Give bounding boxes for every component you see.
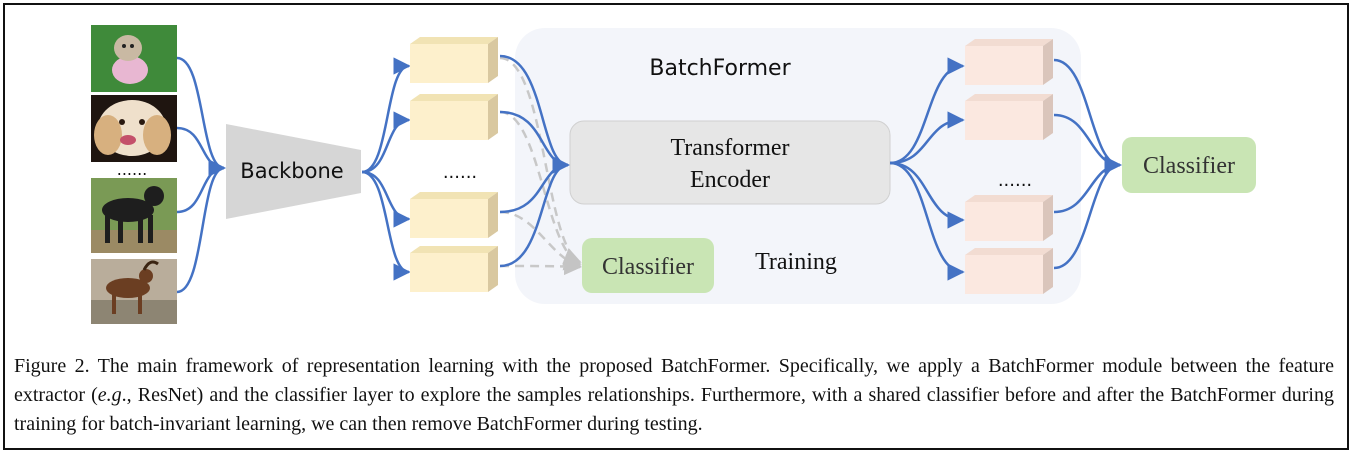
encoder-label-line1: Transformer	[670, 135, 789, 161]
output-box	[965, 39, 1053, 85]
image-to-backbone-arrows	[176, 56, 226, 294]
backbone-to-feature-arrows	[361, 57, 411, 281]
output-box	[965, 195, 1053, 241]
output-box	[965, 94, 1053, 140]
training-classifier-block	[582, 238, 714, 293]
image-ellipsis: ......	[117, 160, 148, 179]
feature-box	[410, 94, 498, 140]
feature-to-encoder-arrows	[499, 54, 570, 268]
output-ellipsis: ......	[998, 170, 1032, 191]
backbone-label: Backbone	[240, 159, 343, 183]
figure-caption: Figure 2. The main framework of represen…	[14, 352, 1334, 439]
feature-box	[410, 192, 498, 238]
feature-box	[410, 246, 498, 292]
output-box	[965, 248, 1053, 294]
dog-image-black-terrier	[91, 178, 177, 253]
backbone-block	[226, 124, 361, 219]
dog-image-spaniel	[91, 95, 177, 162]
output-to-classifier-arrows	[1053, 58, 1122, 270]
batchformer-diagram: BatchFormer ......	[91, 25, 1256, 324]
goat-image	[91, 259, 177, 324]
feature-ellipsis: ......	[443, 162, 477, 183]
figure-frame	[3, 3, 1349, 450]
batchformer-label: BatchFormer	[649, 56, 791, 81]
caption-italic: e.g	[97, 384, 122, 406]
output-classifier-block	[1122, 137, 1256, 193]
dog-image-shih-tzu	[91, 25, 177, 92]
encoder-label-line2: Encoder	[690, 167, 770, 193]
encoder-to-output-arrows	[889, 57, 965, 281]
caption-part2: ., ResNet) and the classifier layer to e…	[14, 384, 1334, 435]
training-label: Training	[755, 249, 837, 275]
feature-box	[410, 37, 498, 83]
caption-part1: Figure 2. The main framework of represen…	[14, 355, 1334, 406]
training-classifier-label: Classifier	[602, 254, 694, 280]
output-classifier-label: Classifier	[1143, 153, 1235, 179]
